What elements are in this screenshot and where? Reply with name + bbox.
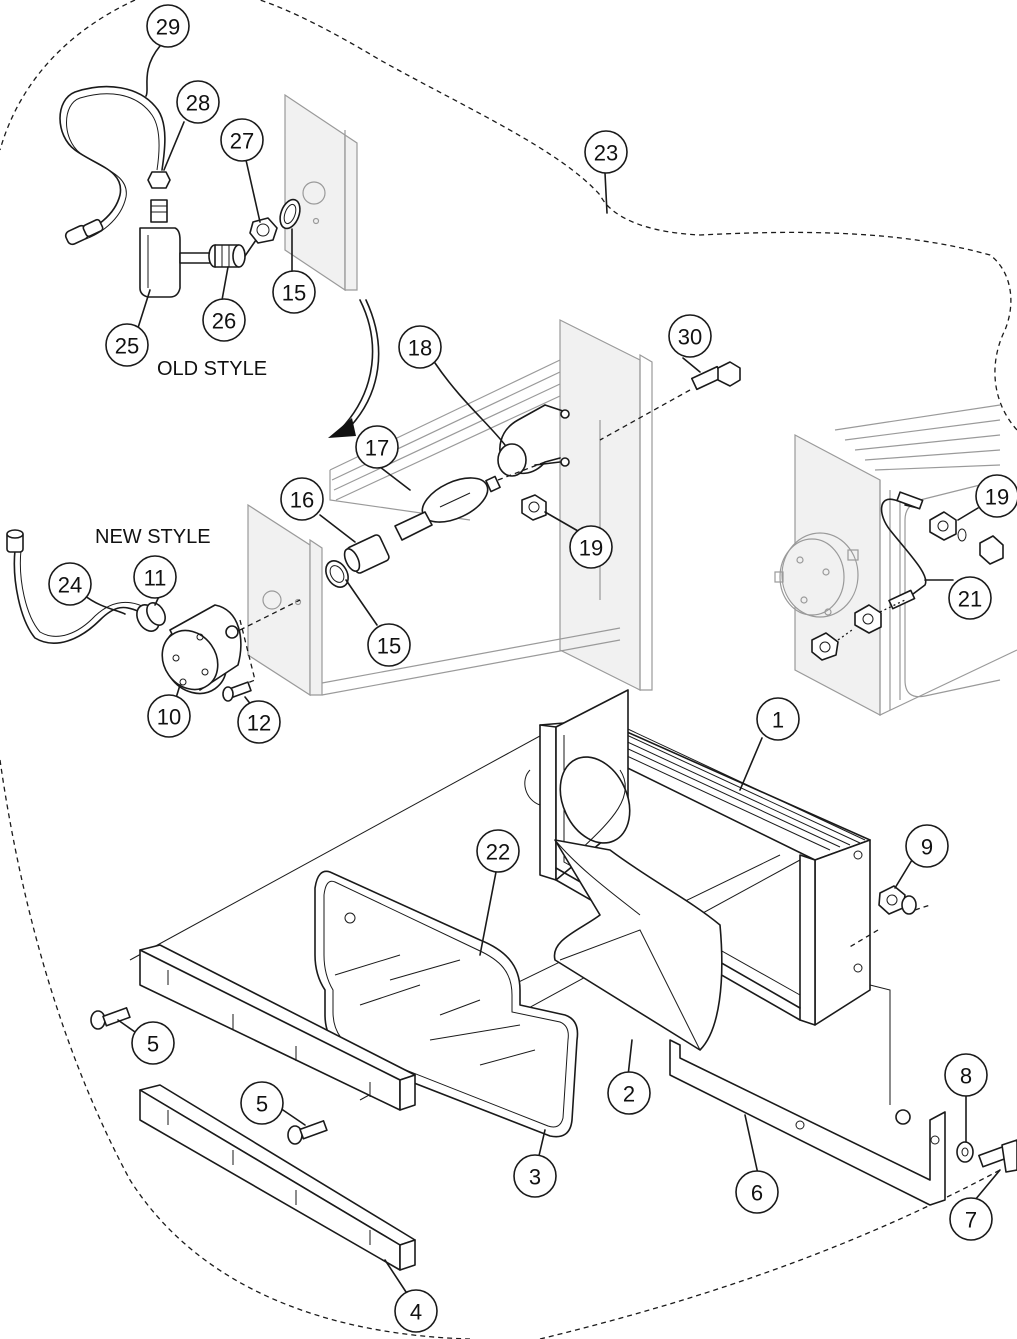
- callout-1-label: 1: [772, 708, 784, 733]
- callout-7: 7: [949, 1197, 993, 1241]
- callout-7-label: 7: [965, 1208, 977, 1233]
- callout-9: 9: [905, 824, 949, 868]
- callout-18-label: 18: [408, 336, 432, 361]
- new-style-label: NEW STYLE: [95, 526, 211, 548]
- callout-15-new: 15: [367, 623, 411, 667]
- callout-17-label: 17: [365, 436, 389, 461]
- callout-10: 10: [147, 694, 191, 738]
- callout-8-label: 8: [960, 1064, 972, 1089]
- callout-28: 28: [176, 80, 220, 124]
- callout-24-label: 24: [58, 573, 82, 598]
- callout-27-label: 27: [230, 129, 254, 154]
- callout-26-label: 26: [212, 309, 236, 334]
- callout-24: 24: [48, 562, 92, 606]
- main-heater-assembly: [90, 689, 1017, 1271]
- callout-29: 29: [146, 4, 190, 48]
- callout-4: 4: [394, 1289, 438, 1333]
- leader-lines: [83, 45, 1001, 1296]
- callout-3-label: 3: [529, 1165, 541, 1190]
- callout-19-right: 19: [975, 474, 1017, 518]
- callout-8: 8: [944, 1053, 988, 1097]
- callout-16: 16: [280, 477, 324, 521]
- swap-arrow: [328, 299, 380, 438]
- callout-12-label: 12: [247, 711, 271, 736]
- callout-15-old-label: 15: [282, 281, 306, 306]
- callout-11-label: 11: [144, 566, 167, 591]
- old-style-label: OLD STYLE: [157, 358, 267, 380]
- callout-6-label: 6: [751, 1181, 763, 1206]
- callout-25: 25: [105, 323, 149, 367]
- callout-25-label: 25: [115, 334, 139, 359]
- callout-2-label: 2: [623, 1082, 635, 1107]
- callout-6: 6: [735, 1170, 779, 1214]
- old-style-assembly: [59, 85, 358, 298]
- callout-2: 2: [607, 1071, 651, 1115]
- callout-22: 22: [476, 829, 520, 873]
- callout-10-label: 10: [157, 705, 181, 730]
- callout-21: 21: [948, 576, 992, 620]
- callout-5-left: 5: [131, 1021, 175, 1065]
- callout-19-right-label: 19: [985, 485, 1009, 510]
- callout-23-label: 23: [594, 141, 618, 166]
- callout-27: 27: [220, 118, 264, 162]
- callout-5-left-label: 5: [147, 1032, 159, 1057]
- callout-26: 26: [202, 298, 246, 342]
- callout-30: 30: [668, 314, 712, 358]
- callout-19-center: 19: [569, 525, 613, 569]
- right-detail-view: [774, 404, 1017, 716]
- callout-17: 17: [355, 425, 399, 469]
- callout-11: 11: [133, 555, 177, 599]
- callout-15-old: 15: [272, 270, 316, 314]
- callout-4-label: 4: [410, 1300, 422, 1325]
- callout-30-label: 30: [678, 325, 702, 350]
- callout-23: 23: [584, 130, 628, 174]
- callout-5-center: 5: [240, 1081, 284, 1125]
- callout-19-center-label: 19: [579, 536, 603, 561]
- callout-9-label: 9: [921, 835, 933, 860]
- callout-29-label: 29: [156, 15, 180, 40]
- callout-18: 18: [398, 325, 442, 369]
- callout-3: 3: [513, 1154, 557, 1198]
- callout-28-label: 28: [186, 91, 210, 116]
- callout-1: 1: [756, 697, 800, 741]
- callout-15-new-label: 15: [377, 634, 401, 659]
- new-style-assembly: [6, 319, 741, 702]
- callout-21-label: 21: [958, 587, 982, 612]
- callout-5-center-label: 5: [256, 1092, 268, 1117]
- callout-22-label: 22: [486, 840, 510, 865]
- callout-12: 12: [237, 700, 281, 744]
- callout-16-label: 16: [290, 488, 314, 513]
